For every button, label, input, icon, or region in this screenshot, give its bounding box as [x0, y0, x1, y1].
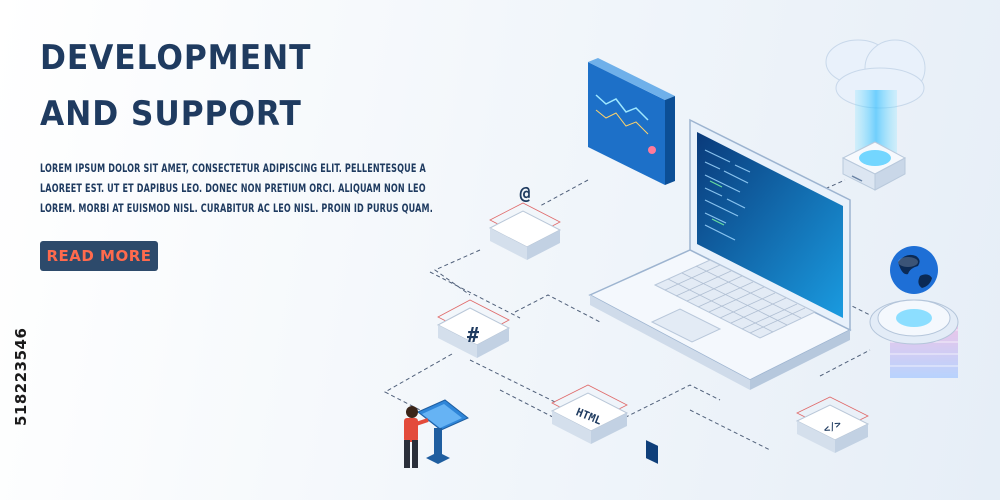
laptop: [588, 118, 852, 390]
hero-title: DEVELOPMENT AND SUPPORT: [40, 30, 311, 142]
tile-hash: #: [436, 299, 511, 358]
globe-gear: [869, 246, 959, 378]
person-at-kiosk: [404, 399, 469, 468]
touchpad: [650, 308, 722, 343]
hash-icon: #: [467, 323, 479, 347]
at-icon: @: [520, 183, 531, 205]
tile-code: </>: [795, 396, 870, 453]
hero-title-line1: DEVELOPMENT: [40, 38, 312, 78]
keyboard: [653, 259, 817, 339]
dashboard-panel: [588, 58, 675, 464]
stock-id: 518223546: [12, 327, 30, 427]
tile-email: @: [488, 183, 562, 260]
cloud-server: [825, 39, 926, 191]
cloud-icon: [825, 39, 926, 109]
hero-title-line2: AND SUPPORT: [40, 94, 302, 134]
tile-html: HTML: [550, 384, 629, 444]
read-more-button[interactable]: READ MORE: [40, 241, 158, 271]
gear-icon: [869, 299, 959, 345]
hero-body-text: LOREM IPSUM DOLOR SIT AMET, CONSECTETUR …: [40, 161, 433, 215]
globe-icon: [890, 246, 938, 294]
